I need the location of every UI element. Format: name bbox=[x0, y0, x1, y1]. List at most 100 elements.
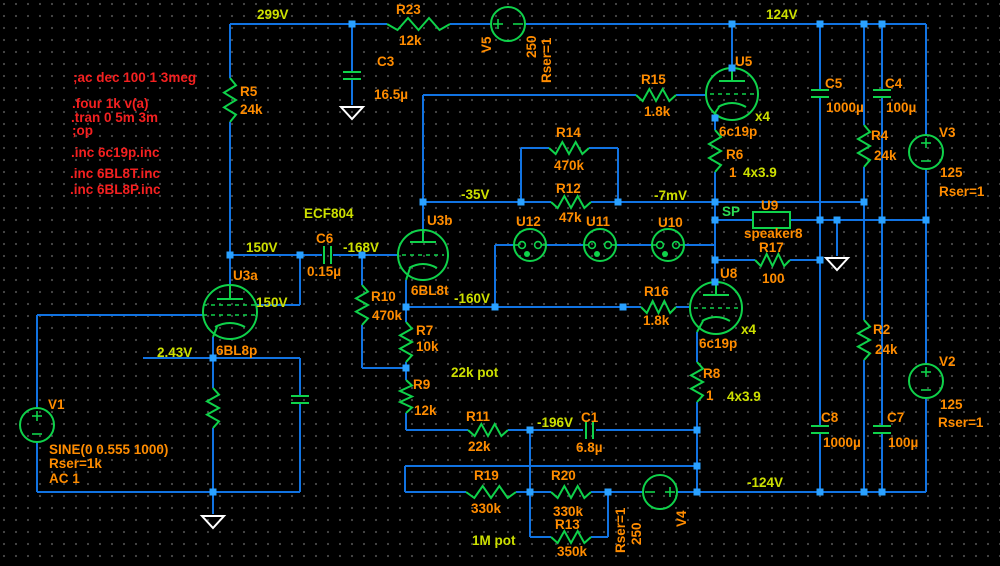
label-r14[interactable]: R14 bbox=[556, 125, 581, 140]
resistor-r20[interactable] bbox=[550, 483, 592, 501]
comment-22k-pot[interactable]: 22k pot bbox=[451, 365, 499, 380]
lamp-u12[interactable] bbox=[513, 228, 547, 262]
resistor-r9[interactable] bbox=[397, 379, 415, 414]
label-r20[interactable]: R20 bbox=[551, 468, 576, 483]
label-v1[interactable]: V1 bbox=[48, 397, 65, 412]
label-r20-value[interactable]: 330k bbox=[553, 504, 584, 519]
label-r9-value[interactable]: 12k bbox=[414, 403, 437, 418]
capacitor-c8[interactable] bbox=[811, 425, 829, 434]
net-minus124v[interactable]: -124V bbox=[747, 475, 783, 490]
label-c8-value[interactable]: 1000µ bbox=[823, 435, 861, 450]
label-u5[interactable]: U5 bbox=[735, 54, 753, 69]
net-299v[interactable]: 299V bbox=[257, 7, 289, 22]
net-124v[interactable]: 124V bbox=[766, 7, 798, 22]
resistor-r7[interactable] bbox=[397, 321, 415, 363]
label-c7-value[interactable]: 100µ bbox=[888, 435, 918, 450]
label-r15[interactable]: R15 bbox=[641, 72, 666, 87]
label-u3a[interactable]: U3a bbox=[233, 268, 258, 283]
directive-four[interactable]: .four 1k v(a) bbox=[72, 96, 149, 111]
net-minus7mv[interactable]: -7mV bbox=[654, 188, 687, 203]
text-labels-layer[interactable]: ;ac dec 100 1 3meg.four 1k v(a).tran 0 5… bbox=[48, 2, 985, 559]
source-v3[interactable] bbox=[908, 134, 944, 170]
source-v5[interactable] bbox=[490, 6, 526, 42]
label-r14-value[interactable]: 470k bbox=[554, 158, 585, 173]
label-u8-type[interactable]: 6c19p bbox=[699, 336, 737, 351]
lamp-u11[interactable] bbox=[583, 228, 617, 262]
label-c7[interactable]: C7 bbox=[887, 410, 904, 425]
label-u5-type[interactable]: 6c19p bbox=[719, 124, 757, 139]
capacitor-c3[interactable] bbox=[343, 71, 361, 80]
resistor-r12[interactable] bbox=[550, 193, 592, 211]
capacitor-c2[interactable] bbox=[291, 395, 309, 404]
label-v5[interactable]: V5 bbox=[479, 36, 494, 53]
net-150v-b[interactable]: 150V bbox=[256, 295, 288, 310]
label-v5-rser[interactable]: Rser=1 bbox=[539, 37, 554, 83]
label-r12[interactable]: R12 bbox=[556, 181, 581, 196]
comment-x4-bottom[interactable]: x4 bbox=[741, 322, 757, 337]
label-u3a-type[interactable]: 6BL8p bbox=[216, 343, 257, 358]
net-sp[interactable]: SP bbox=[722, 204, 740, 219]
label-c4[interactable]: C4 bbox=[885, 76, 903, 91]
label-u9[interactable]: U9 bbox=[761, 198, 778, 213]
label-v3-rser[interactable]: Rser=1 bbox=[939, 184, 985, 199]
capacitor-c6[interactable] bbox=[323, 246, 332, 264]
label-r19-value[interactable]: 330k bbox=[471, 501, 502, 516]
source-v2[interactable] bbox=[908, 363, 944, 399]
resistor-r6[interactable] bbox=[707, 129, 723, 173]
resistor-r1[interactable] bbox=[204, 387, 222, 429]
label-v3-value[interactable]: 125 bbox=[940, 165, 963, 180]
resistor-r4[interactable] bbox=[856, 124, 872, 168]
label-r13-value[interactable]: 350k bbox=[557, 544, 588, 559]
label-r23-value[interactable]: 12k bbox=[399, 33, 422, 48]
label-v4-rser[interactable]: Rser=1 bbox=[613, 507, 628, 553]
label-r10[interactable]: R10 bbox=[371, 289, 396, 304]
net-minus160v[interactable]: -160V bbox=[454, 291, 490, 306]
capacitor-c5[interactable] bbox=[811, 89, 829, 98]
label-r11-value[interactable]: 22k bbox=[468, 439, 491, 454]
source-v1[interactable] bbox=[19, 407, 55, 443]
label-r7-value[interactable]: 10k bbox=[416, 339, 439, 354]
resistor-r2[interactable] bbox=[855, 319, 873, 361]
resistor-r13[interactable] bbox=[550, 528, 592, 546]
tube-u3a[interactable] bbox=[202, 284, 258, 340]
label-r11[interactable]: R11 bbox=[466, 409, 491, 424]
label-v4[interactable]: V4 bbox=[674, 510, 689, 527]
label-r16[interactable]: R16 bbox=[644, 284, 669, 299]
resistor-r8[interactable] bbox=[688, 361, 706, 403]
label-c1[interactable]: C1 bbox=[581, 410, 599, 425]
label-v2-rser[interactable]: Rser=1 bbox=[938, 415, 984, 430]
resistor-r23[interactable] bbox=[386, 16, 451, 32]
label-r8-value[interactable]: 1 bbox=[706, 388, 714, 403]
label-r6-value[interactable]: 1 bbox=[729, 165, 737, 180]
capacitor-c7[interactable] bbox=[873, 425, 891, 434]
label-r19[interactable]: R19 bbox=[474, 468, 499, 483]
source-v4[interactable] bbox=[642, 474, 678, 510]
label-r10-value[interactable]: 470k bbox=[372, 308, 403, 323]
directive-op[interactable]: ;op bbox=[72, 123, 93, 138]
label-r5[interactable]: R5 bbox=[240, 84, 258, 99]
label-r5-value[interactable]: 24k bbox=[240, 102, 263, 117]
label-r17-value[interactable]: 100 bbox=[762, 271, 785, 286]
resistor-r11[interactable] bbox=[467, 421, 509, 439]
capacitor-c4[interactable] bbox=[873, 89, 891, 98]
label-r15-value[interactable]: 1.8k bbox=[644, 104, 671, 119]
label-r23[interactable]: R23 bbox=[396, 2, 421, 17]
speaker-u9-box[interactable] bbox=[752, 211, 791, 229]
net-minus35v[interactable]: -35V bbox=[461, 187, 490, 202]
label-r6[interactable]: R6 bbox=[726, 147, 744, 162]
directive-tran[interactable]: .tran 0 5m 3m bbox=[71, 110, 158, 125]
resistor-r15[interactable] bbox=[635, 86, 677, 104]
resistor-r19[interactable] bbox=[465, 484, 517, 500]
label-r9[interactable]: R9 bbox=[413, 377, 430, 392]
label-u9-type[interactable]: speaker8 bbox=[744, 226, 803, 241]
label-v1-ac[interactable]: AC 1 bbox=[49, 471, 80, 486]
comment-4x39-top[interactable]: 4x3.9 bbox=[743, 165, 777, 180]
label-u8[interactable]: U8 bbox=[720, 266, 738, 281]
label-c5[interactable]: C5 bbox=[825, 76, 843, 91]
lamp-u10[interactable] bbox=[651, 228, 685, 262]
label-u11[interactable]: U11 bbox=[586, 214, 611, 229]
label-v2[interactable]: V2 bbox=[939, 354, 956, 369]
net-minus196v[interactable]: -196V bbox=[537, 415, 573, 430]
directive-inc-6c19p[interactable]: .inc 6c19p.inc bbox=[71, 145, 160, 160]
